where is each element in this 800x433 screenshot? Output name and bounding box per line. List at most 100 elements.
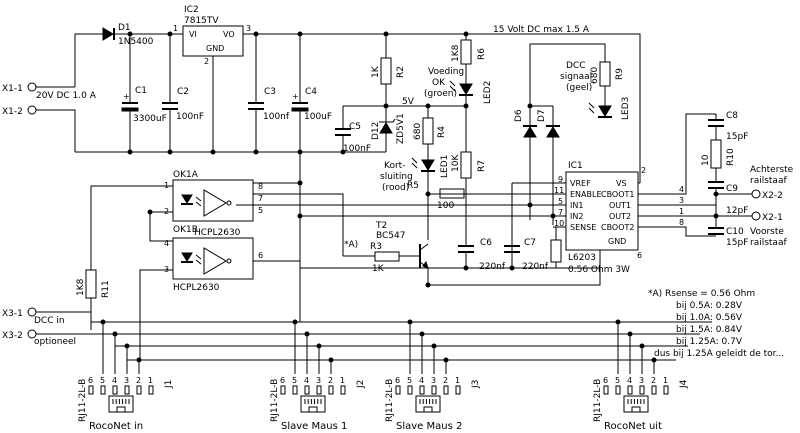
connector-pin (651, 385, 657, 395)
power-supply-section: D1 1N5400 IC2 7815TV VI VO GND 1 3 2 15 … (2, 5, 641, 268)
label-c7-val: 220nf (522, 262, 549, 272)
label-c4: C4 (305, 87, 317, 97)
label-ic1-vs: VS (616, 179, 627, 188)
connector-pin-label: 6 (395, 376, 400, 385)
label-r6: R6 (477, 48, 487, 60)
connector-pin (136, 385, 142, 395)
connector-pin-label: 1 (340, 376, 345, 385)
label-ok1a-pin8: 8 (258, 182, 263, 191)
connector-pin-label: 5 (407, 376, 412, 385)
label-ic1-cboot1: CBOOT1 (601, 190, 635, 199)
label-c4-val: 100uF (304, 112, 332, 122)
label-ic1-pin6: 6 (637, 251, 642, 260)
ok1b-box (172, 237, 254, 280)
ic1-bridge-driver: IC1 VREF ENABLE IN1 IN2 SENSE VS CBOOT1 … (236, 113, 716, 268)
label-ok1b-pin6: 6 (258, 251, 263, 260)
label-d6: D6 (514, 109, 524, 122)
connector-pin (112, 385, 118, 395)
label-railstaaf-1: railstaaf (750, 176, 787, 186)
connector-pin-label: 5 (615, 376, 620, 385)
connector-ref-label: J1 (164, 380, 174, 389)
label-r2-val: 1K (371, 65, 381, 78)
label-c5-val: 100nF (343, 144, 371, 154)
label-c7: C7 (524, 238, 536, 248)
label-ic1-pin1: 1 (679, 207, 684, 216)
label-c8-val: 15pF (726, 132, 748, 142)
label-supply-in: 20V DC 1.0 A (36, 91, 97, 101)
terminal-x1-1[interactable] (27, 82, 37, 92)
label-ic1-pin5: 5 (558, 197, 563, 206)
terminal-x2-2[interactable] (751, 189, 761, 199)
connector-name-label: Slave Maus 1 (281, 421, 347, 432)
label-ic1-pin4: 4 (679, 185, 684, 194)
note-line-1: *A) Rsense = 0.56 Ohm (648, 289, 755, 299)
label-ic1: IC1 (568, 161, 583, 171)
note-line-3: bij 1.0A: 0.56V (676, 313, 743, 323)
connector-pin (663, 385, 669, 395)
label-geel: (geel) (566, 83, 592, 93)
label-hcpl-a: HCPL2630 (194, 228, 241, 238)
connector-pin-label: 4 (304, 376, 309, 385)
label-hcpl-b: HCPL2630 (173, 283, 220, 293)
label-d12: D12 (371, 122, 381, 140)
dcc-indicator-section: 680 R9 DCC signaal (geel) LED3 D6 D7 (514, 43, 631, 225)
label-r7-val: 10K (451, 154, 461, 172)
connector-pin-label: 2 (651, 376, 656, 385)
note-line-5: bij 1.25A: 0.7V (676, 337, 743, 347)
label-c5: C5 (349, 122, 361, 132)
label-x3-1: X3-1 (2, 309, 23, 319)
label-x3-2: X3-2 (2, 331, 23, 341)
connector-pin (395, 385, 401, 395)
r11-resistor: 1K8 R11 (76, 269, 111, 330)
connector-ref-label: J3 (471, 380, 481, 389)
label-ic2-gnd: GND (206, 44, 224, 53)
label-ic1-pin7: 7 (558, 208, 563, 217)
connector-pin-label: 6 (603, 376, 608, 385)
label-r4-val: 680 (413, 123, 423, 140)
label-ic2-pin3: 3 (246, 24, 251, 33)
label-optioneel: optioneel (34, 337, 76, 347)
label-signaal: signaal (560, 72, 592, 82)
label-x1-1: X1-1 (2, 84, 23, 94)
label-sluiting: sluiting (380, 172, 413, 182)
terminal-x1-2[interactable] (27, 105, 37, 115)
connector-pin (304, 385, 310, 395)
rsense-note: *A) Rsense = 0.56 Ohm bij 0.5A: 0.28V bi… (648, 289, 784, 359)
label-d1: D1 (118, 23, 131, 33)
ok1a-box (172, 179, 254, 222)
output-filter-section: C8 15pF 10 R10 C9 12pF C10 15pF X2-2 X2-… (701, 111, 794, 248)
connector-ref-label: J4 (679, 379, 689, 389)
connector-pin (316, 385, 322, 395)
label-r9: R9 (615, 68, 625, 80)
optocoupler-section: OK1A OK1B 1 2 8 7 5 HCPL2630 HCPL2630 4 … (90, 170, 344, 360)
label-ic2-pin2: 2 (204, 57, 209, 66)
label-groen: (groen) (424, 89, 457, 99)
label-ic1-out1: OUT1 (609, 201, 631, 210)
rsense-r8: 0.56 Ohm 3W (550, 227, 630, 275)
label-t2-type: BC547 (376, 231, 405, 241)
label-ic1-pin8: 8 (679, 218, 684, 227)
label-c2: C2 (177, 87, 189, 97)
label-ic1-enable: ENABLE (570, 190, 602, 199)
label-ok1a-pin5: 5 (258, 206, 263, 215)
label-x1-2: X1-2 (2, 107, 23, 117)
led2-symbol (459, 83, 473, 95)
terminal-x2-1[interactable] (751, 211, 761, 221)
connector-pin (280, 385, 286, 395)
label-ok1a: OK1A (173, 170, 199, 180)
connector-name-label: Slave Maus 2 (396, 421, 462, 432)
connector-type-label: RJ11-2L-B (593, 379, 603, 422)
connector-pin-label: 6 (88, 376, 93, 385)
note-line-6: dus bij 1.25A geleidt de tor... (654, 349, 784, 359)
connector-pin-label: 1 (663, 376, 668, 385)
svg-text:+: + (292, 92, 299, 101)
label-r4: R4 (437, 126, 447, 138)
connector-type-label: RJ11-2L-B (385, 379, 395, 422)
label-ic2-pin1: 1 (173, 24, 178, 33)
terminal-x3-1[interactable] (27, 307, 37, 317)
